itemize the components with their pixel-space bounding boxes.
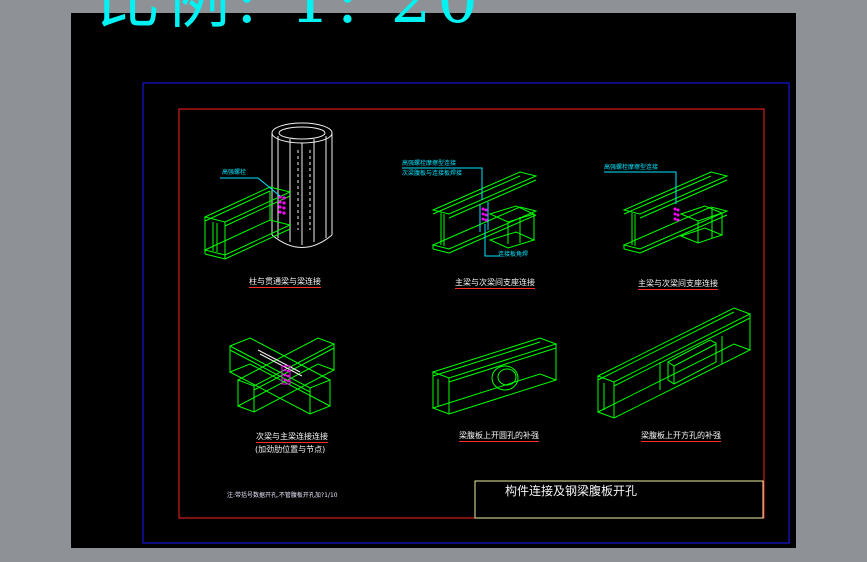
caption-detail-5: 梁腹板上开圆孔的补强 (459, 431, 539, 442)
callout-weld-2: 次梁腹板与连接板焊接 (402, 170, 463, 177)
detail-rect-opening (596, 307, 752, 419)
callout-bolt-3: 高强螺栓摩擦型连接 (604, 164, 659, 171)
caption-detail-3: 主梁与次梁间支座连接 (638, 279, 718, 290)
callout-bolt-2: 高强螺栓摩擦型连接 (402, 160, 457, 167)
title-block (474, 480, 764, 519)
bolts-2 (481, 207, 488, 222)
caption-detail-6: 梁腹板上开方孔的补强 (641, 431, 721, 442)
caption-detail-1: 柱与贯通梁与梁连接 (249, 277, 321, 288)
detail-column-beam (203, 122, 333, 260)
outer-border (142, 82, 790, 544)
bolts-4 (281, 365, 291, 385)
scale-title-overlay: 比例: 1: 20 (96, 0, 867, 36)
caption-detail-4-sub: (加劲肋位置与节点) (255, 445, 326, 454)
detail-cross-beams (228, 337, 336, 415)
callout-bolt-1: 高强螺栓 (222, 169, 247, 176)
bolts-3 (673, 207, 680, 222)
leader-3 (604, 171, 677, 204)
callout-plate-2: 连接板角焊 (498, 251, 529, 258)
sheet-title: 构件连接及钢梁腹板开孔 (505, 484, 638, 498)
detail-main-secondary-1 (431, 171, 538, 254)
detail-round-opening (431, 337, 558, 415)
detail-main-secondary-2 (622, 171, 729, 254)
caption-detail-4: 次梁与主梁连接连接 (256, 432, 328, 443)
inner-border (178, 108, 765, 519)
drawing-viewport[interactable] (71, 13, 796, 548)
leaders-2 (402, 167, 500, 257)
caption-detail-2: 主梁与次梁间支座连接 (455, 278, 535, 289)
sheet-note: 注:带括号数据开孔,不管腹板开孔加?1/10 (227, 492, 338, 499)
